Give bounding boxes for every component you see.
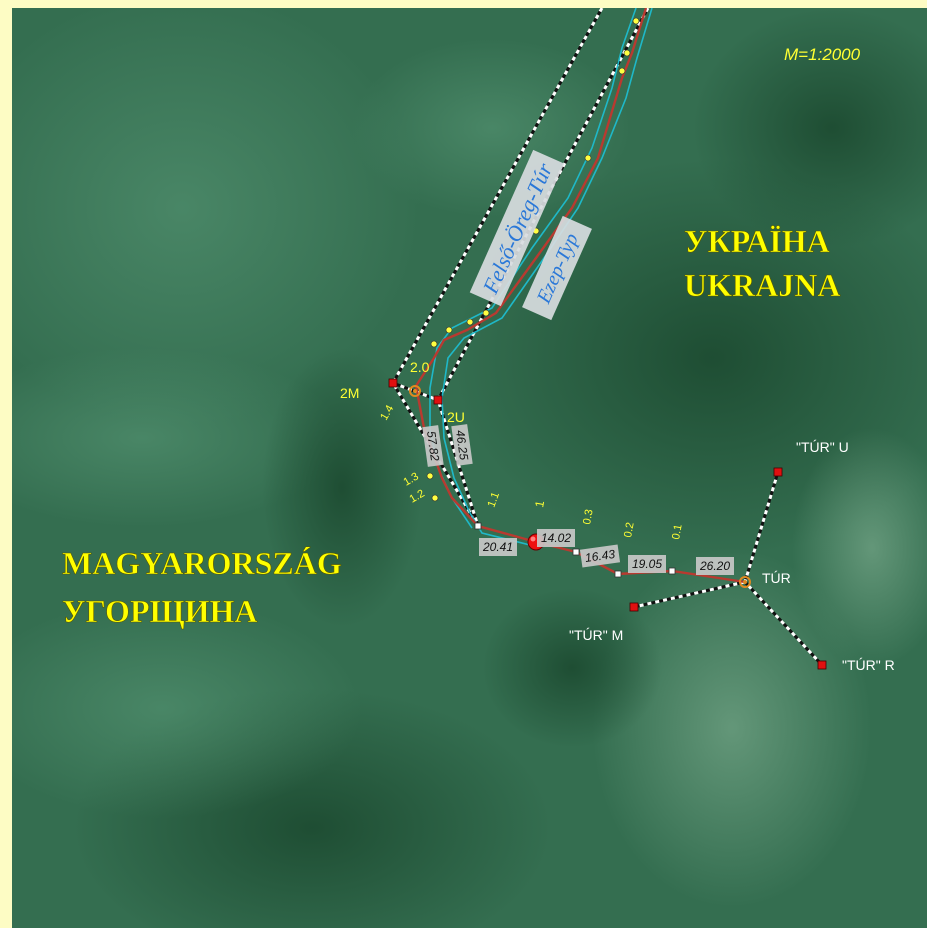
svg-text:0.1: 0.1 (670, 523, 684, 540)
marker-tur-u (773, 467, 783, 477)
survey-vertices (474, 522, 676, 578)
label-2u: 2U (447, 409, 465, 425)
marker-2-0 (409, 385, 421, 397)
svg-text:14.02: 14.02 (541, 531, 571, 545)
svg-text:0.3: 0.3 (581, 508, 595, 525)
distance-label-4: 14.02 (537, 529, 575, 547)
distance-label-3: 20.41 (479, 538, 517, 556)
marker-tur (739, 576, 751, 588)
label-2-0: 2.0 (410, 359, 430, 375)
orange-markers (409, 385, 751, 588)
distance-label-5: 16.43 (579, 544, 621, 568)
svg-text:46.25: 46.25 (453, 429, 471, 461)
distance-label-6: 19.05 (628, 555, 666, 573)
label-ukraine-latin: UKRAJNA (684, 267, 840, 303)
label-tur-r: "TÚR" R (842, 657, 895, 673)
country-labels: УКРАЇНА UKRAJNA MAGYARORSZÁG УГОРЩИНА (62, 223, 841, 630)
distance-label-7: 26.20 (696, 557, 734, 575)
label-tur-u: "TÚR" U (796, 439, 849, 455)
label-tur: TÚR (762, 570, 791, 586)
border-vertices (426, 17, 640, 502)
distance-label-2: 46.25 (451, 424, 473, 466)
svg-text:0.2: 0.2 (622, 521, 636, 538)
marker-tur-m (629, 602, 639, 612)
label-hungary-latin: MAGYARORSZÁG (62, 545, 342, 581)
svg-text:1.1: 1.1 (486, 491, 503, 509)
label-ukraine-cyrillic: УКРАЇНА (684, 223, 830, 259)
svg-text:57.82: 57.82 (424, 430, 442, 462)
distance-label-1: 57.82 (422, 425, 444, 467)
red-markers (388, 378, 827, 670)
marker-2u (433, 395, 443, 405)
svg-text:20.41: 20.41 (482, 540, 513, 554)
label-hungary-cyrillic: УГОРЩИНА (62, 593, 258, 629)
state-border-line (414, 8, 746, 584)
svg-text:16.43: 16.43 (584, 547, 616, 565)
label-tur-m: "TÚR" M (569, 627, 623, 643)
satellite-background (12, 8, 927, 928)
svg-text:1: 1 (532, 499, 547, 508)
point-labels: 2M 2U 2.0 TÚR "TÚR" U "TÚR" M "TÚR" R (340, 359, 895, 673)
satellite-map[interactable]: Felső-Öreg-Túr Ezep-Typ 57.82 46.25 20.4… (12, 8, 927, 928)
svg-text:19.05: 19.05 (632, 557, 662, 571)
marker-tur-r (817, 660, 827, 670)
map-scale: M=1:2000 (784, 45, 861, 64)
label-2m: 2M (340, 385, 359, 401)
svg-text:26.20: 26.20 (699, 559, 730, 573)
marker-2m (388, 378, 398, 388)
